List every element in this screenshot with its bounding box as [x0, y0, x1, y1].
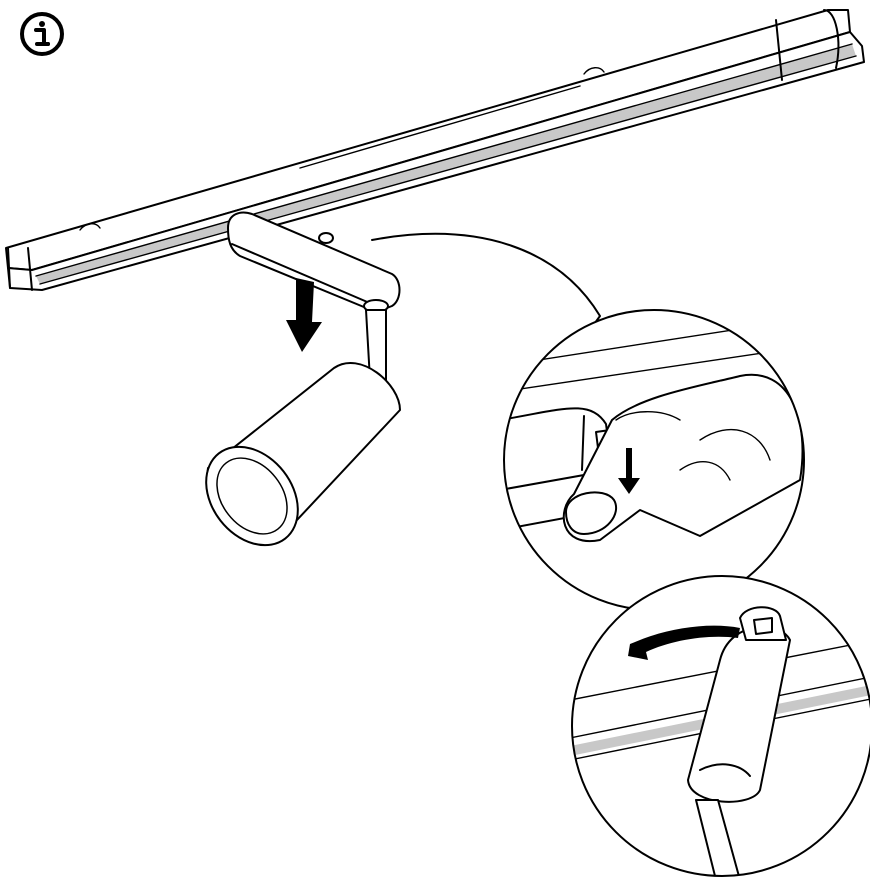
track-adapter	[227, 211, 401, 313]
info-icon	[20, 12, 64, 56]
detail-circle-press-catch	[503, 309, 805, 611]
arrow-down-icon	[286, 278, 322, 352]
detail-circle-rotate-lever	[571, 575, 870, 877]
callout-pointer	[371, 233, 601, 441]
spotlight	[205, 299, 401, 547]
track-rail	[5, 9, 865, 291]
